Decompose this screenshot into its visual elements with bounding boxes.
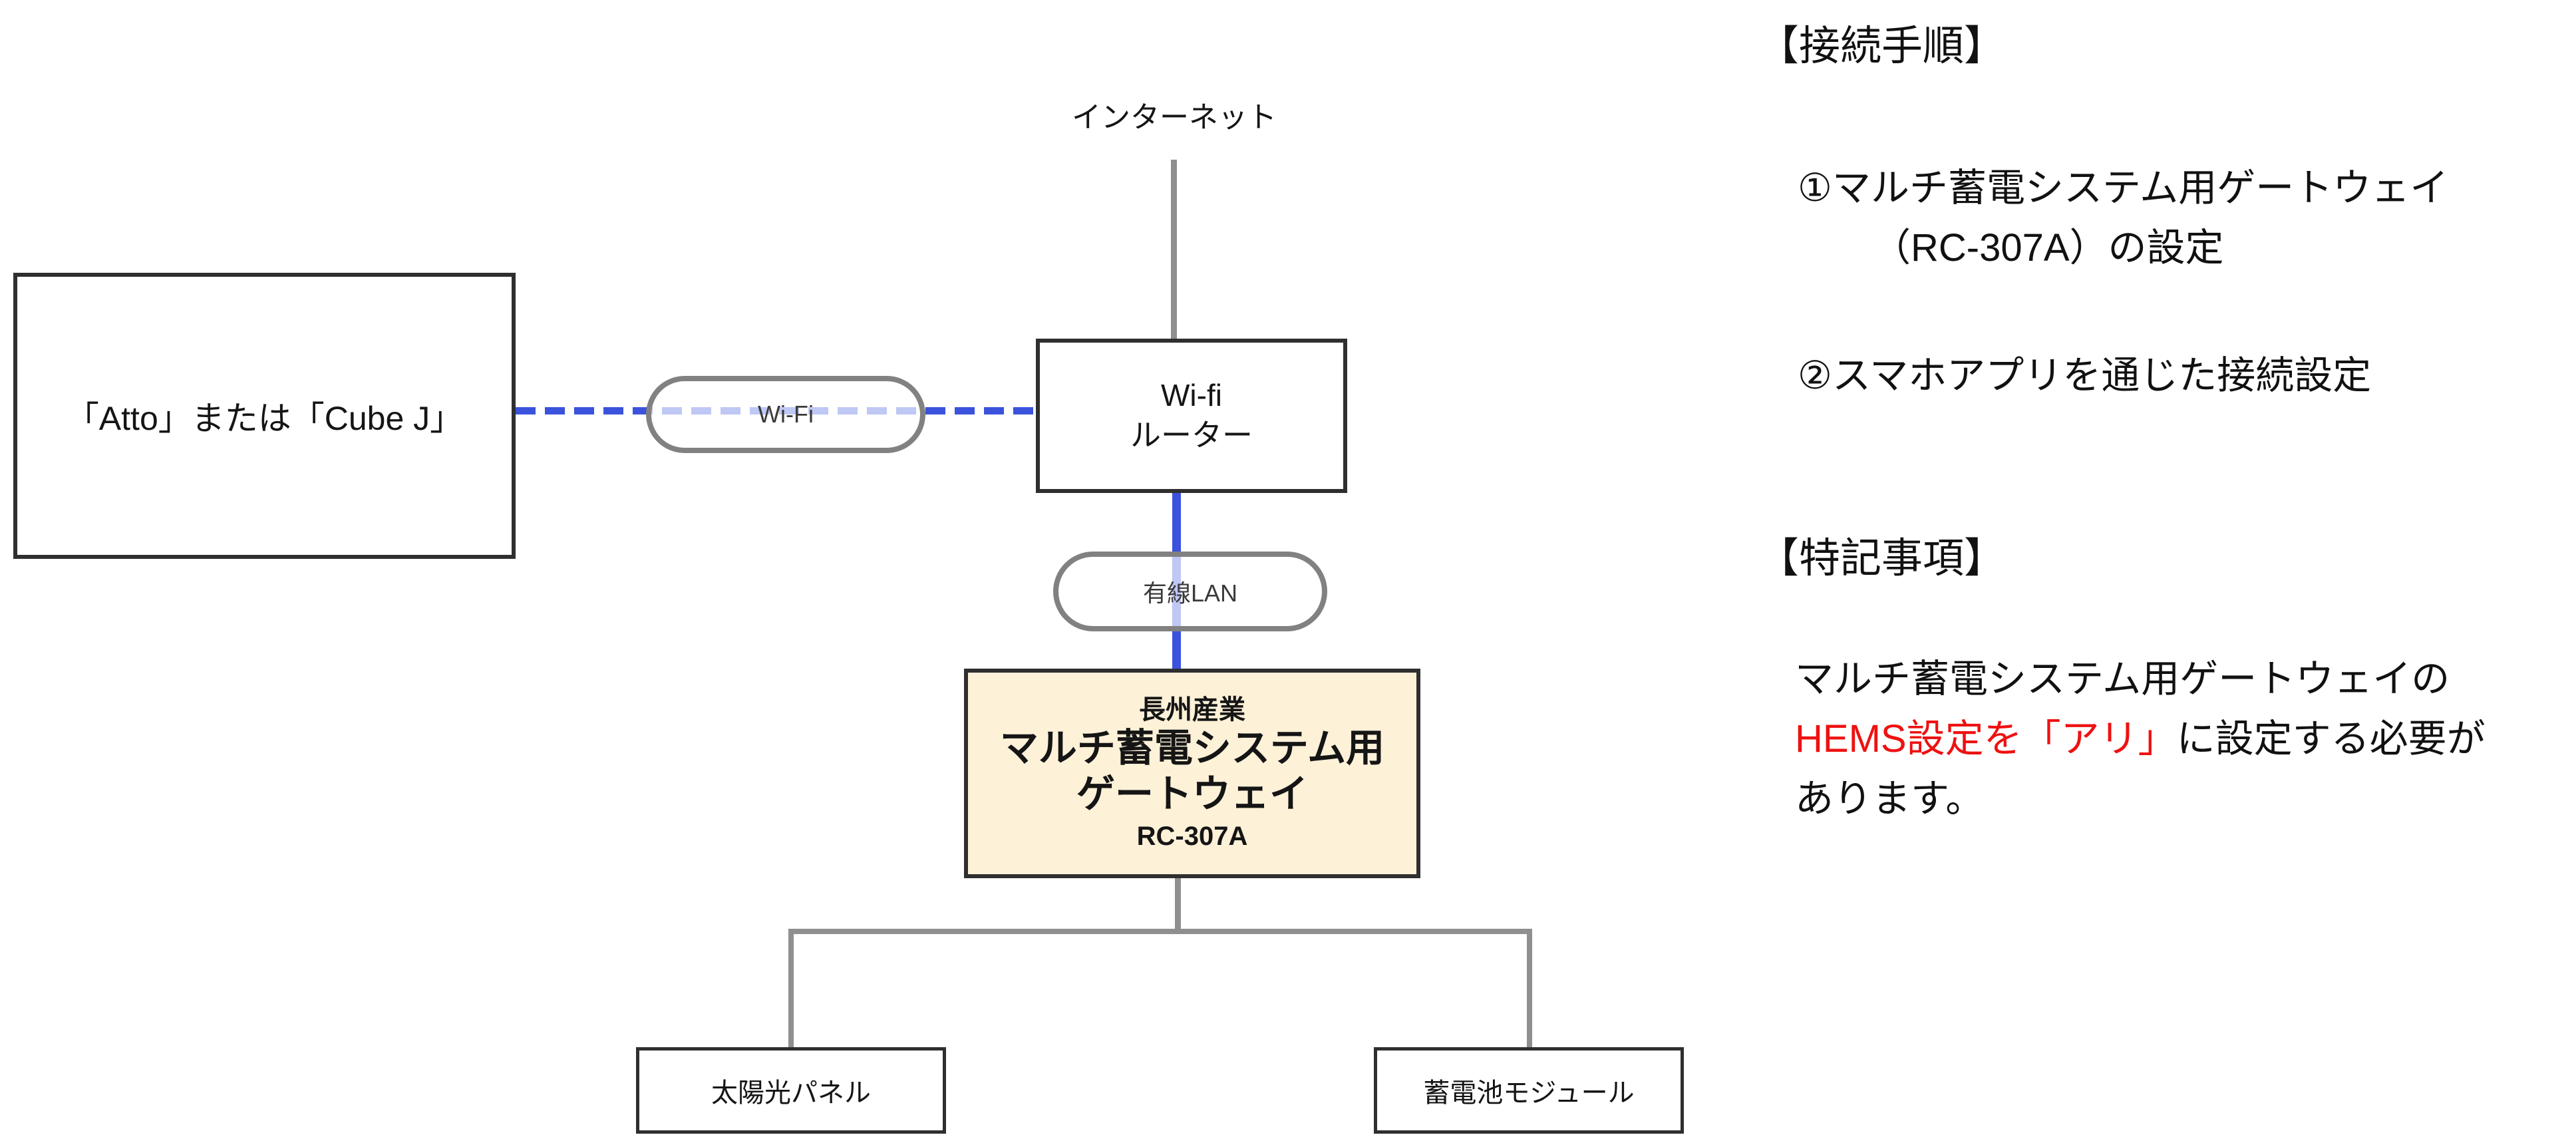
wifi-router-label-line2: ルーター (1130, 418, 1253, 452)
solar-panel-label: 太陽光パネル (711, 1078, 871, 1108)
procedure-step-2: ②スマホアプリを通じた接続設定 (1798, 346, 2371, 406)
procedure-step-1: ①マルチ蓄電システム用ゲートウェイ （RC-307A）の設定 (1798, 158, 2448, 278)
procedure-step-1-line2: （RC-307A）の設定 (1872, 226, 2224, 269)
wired-lan-pill: 有線LAN (1053, 552, 1327, 631)
wifi-router-label: Wi-fi ルーター (1130, 376, 1253, 456)
battery-module-box: 蓄電池モジュール (1374, 1047, 1684, 1134)
branch-left-line (788, 929, 794, 1050)
procedure-step-1-line1: ①マルチ蓄電システム用ゲートウェイ (1798, 166, 2449, 210)
internet-to-router-line (1171, 160, 1177, 341)
notes-heading: 【特記事項】 (1758, 536, 2006, 581)
client-device-box: 「Atto」または「Cube J」 (13, 273, 516, 559)
branch-horizontal-line (788, 929, 1532, 934)
gateway-output-line (1175, 876, 1181, 933)
gateway-name-line1: マルチ蓄電システム用 (999, 727, 1385, 770)
wifi-pill-label: Wi-Fi (758, 401, 814, 428)
notes-paragraph: マルチ蓄電システム用ゲートウェイの HEMS設定を「アリ」に設定する必要が あり… (1795, 649, 2486, 829)
branch-right-line (1527, 929, 1532, 1050)
wifi-pill: Wi-Fi (646, 376, 925, 453)
internet-label: インターネット (1072, 101, 1277, 134)
gateway-box: 長州産業 マルチ蓄電システム用 ゲートウェイ RC-307A (964, 669, 1420, 878)
procedure-step-2-line1: ②スマホアプリを通じた接続設定 (1798, 354, 2372, 397)
wifi-router-box: Wi-fi ルーター (1036, 339, 1347, 493)
gateway-name-line2: ゲートウェイ (1076, 772, 1308, 816)
notes-line2-rest: に設定する必要が (2176, 717, 2486, 760)
notes-line2: HEMS設定を「アリ」に設定する必要が (1795, 709, 2486, 769)
wifi-router-label-line1: Wi-fi (1161, 378, 1222, 413)
notes-line2-red: HEMS設定を「アリ」 (1795, 717, 2177, 760)
client-device-label: 「Atto」または「Cube J」 (65, 400, 464, 437)
notes-line3: あります。 (1795, 776, 1985, 820)
solar-panel-box: 太陽光パネル (636, 1047, 946, 1134)
procedure-heading: 【接続手順】 (1758, 23, 2006, 69)
gateway-model-label: RC-307A (1136, 821, 1248, 851)
notes-line1: マルチ蓄電システム用ゲートウェイの (1795, 657, 2450, 701)
battery-module-label: 蓄電池モジュール (1423, 1078, 1635, 1108)
gateway-maker-label: 長州産業 (1139, 695, 1245, 725)
wired-lan-pill-label: 有線LAN (1142, 579, 1238, 607)
